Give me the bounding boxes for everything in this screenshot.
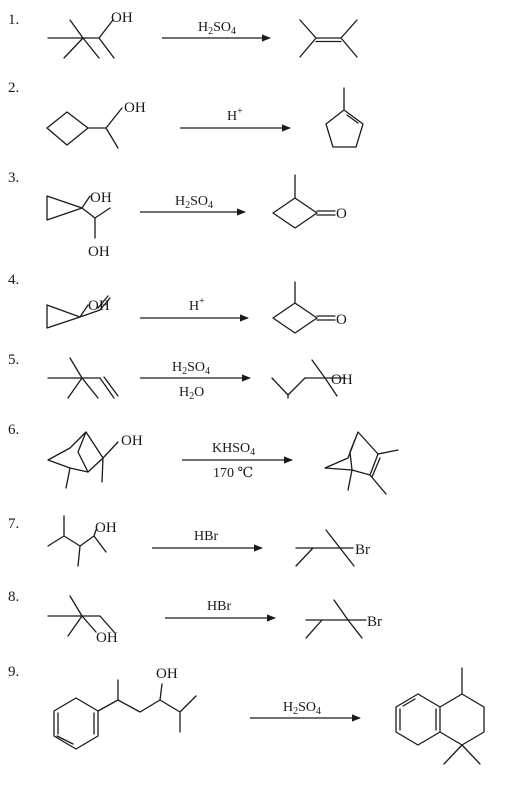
reaction-number: 5. [8,352,19,368]
reactant-structure: OH [46,100,146,149]
hydroxyl-label: OH [331,372,353,388]
reaction-arrow: H2SO4 [162,20,271,42]
reactant-structure: OH [53,666,197,750]
product-structure: Br [305,599,382,639]
reaction-arrow: H+ [180,106,291,132]
reaction-arrow: HBr [152,529,263,552]
bromine-label: Br [367,614,382,630]
reaction-number: 2. [8,80,19,96]
reaction-arrow: HBr [165,599,276,622]
product-structure [324,431,399,495]
product-structure [299,19,358,58]
reaction-3: 3. OH OH H2SO4 O [8,170,347,260]
reaction-condition: HBr [207,599,231,614]
product-structure: O [272,174,347,229]
reaction-number: 9. [8,664,19,680]
reaction-arrow: H2SO4 H2O [140,360,251,402]
product-structure [395,667,485,765]
reaction-condition: H+ [227,106,243,124]
reactant-structure: OH [47,595,118,646]
product-structure: Br [295,529,370,567]
reaction-number: 1. [8,12,19,28]
reaction-4: 4. OH H+ O [8,272,347,334]
oxygen-label: O [336,312,347,328]
reactant-structure: OH [47,10,133,59]
reactant-structure: OH [47,431,143,489]
reaction-number: 4. [8,272,19,288]
product-structure: OH [271,359,353,399]
reaction-condition: H2SO4 [283,700,321,717]
hydroxyl-label: OH [124,100,146,116]
reactant-structure: OH [47,515,117,567]
reaction-8: 8. OH HBr Br [8,589,382,646]
reaction-5: 5. H2SO4 H2O OH [8,352,353,402]
oxygen-label: O [336,206,347,222]
hydroxyl-label: OH [111,10,133,26]
reaction-number: 7. [8,516,19,532]
product-structure [325,87,364,148]
reaction-arrow: H2SO4 [250,700,361,722]
reaction-9: 9. OH H2SO4 [8,664,485,765]
reactant-structure: OH [46,295,111,329]
reaction-temperature: 170 ℃ [213,466,253,481]
reaction-condition: H2SO4 [172,360,210,377]
bromine-label: Br [355,542,370,558]
hydroxyl-label: OH [90,190,112,206]
product-structure: O [272,281,347,334]
hydroxyl-label: OH [156,666,178,682]
reaction-number: 6. [8,422,19,438]
reaction-6: 6. OH KHSO4 170 ℃ [8,422,399,495]
hydroxyl-label: OH [88,298,110,314]
hydroxyl-label: OH [95,520,117,536]
hydroxyl-label: OH [121,433,143,449]
reaction-condition: KHSO4 [212,441,255,458]
reaction-condition: H+ [189,296,205,314]
hydroxyl-label: OH [96,630,118,646]
reaction-condition: H2SO4 [175,194,213,211]
hydroxyl-label: OH [88,244,110,260]
reaction-7: 7. OH HBr Br [8,515,370,567]
reactant-structure [47,357,119,399]
reaction-arrow: KHSO4 170 ℃ [182,441,293,481]
reaction-condition: H2SO4 [198,20,236,37]
reaction-1: 1. OH H2SO4 [8,10,358,59]
reaction-condition: HBr [194,529,218,544]
reaction-solvent: H2O [179,385,204,402]
reaction-number: 8. [8,589,19,605]
reactant-structure: OH OH [46,190,112,260]
reaction-2: 2. OH H+ [8,80,364,149]
reaction-number: 3. [8,170,19,186]
reaction-arrow: H+ [140,296,249,322]
reaction-arrow: H2SO4 [140,194,246,216]
